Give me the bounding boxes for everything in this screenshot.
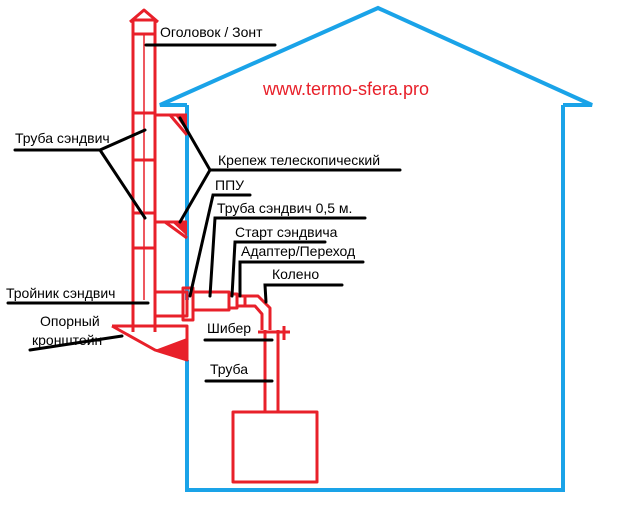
leader-elbow (263, 283, 344, 304)
label-adapter: Адаптер/Переход (241, 243, 355, 259)
label-telescopic-mount: Крепеж телескопический (218, 152, 380, 168)
leader-sandwich-pipe-a (98, 128, 147, 152)
stove-box (231, 410, 319, 484)
house-roof (159, 5, 593, 107)
label-support-line2: кронштейн (32, 332, 102, 348)
leader-support (28, 334, 124, 352)
website-url: www.termo-sfera.pro (262, 79, 429, 99)
cap-shape (131, 18, 157, 36)
leader-sandwich-pipe-b (98, 148, 147, 220)
adapter-part (235, 294, 247, 308)
elbow-inner (245, 304, 264, 330)
label-cap: Оголовок / Зонт (160, 24, 263, 40)
elbow-part (245, 294, 272, 330)
label-damper: Шибер (207, 320, 251, 336)
leader-adapter (238, 260, 365, 298)
label-sandwich-pipe-05: Труба сэндвич 0,5 м. (217, 200, 352, 216)
telescopic-mount-bottom-diag (164, 220, 188, 240)
telescopic-mount-top-diag (168, 114, 189, 136)
support-bracket-fill (155, 338, 187, 360)
cap-top (129, 8, 159, 24)
leader-sandwich-start (230, 240, 327, 298)
leader-sandwich-05 (208, 216, 367, 298)
label-elbow: Колено (272, 266, 319, 282)
label-pipe: Труба (210, 361, 248, 377)
label-sandwich-start: Старт сэндвича (235, 224, 338, 240)
tee-branch (153, 290, 189, 318)
telescopic-mount-bottom-fill (172, 222, 187, 236)
chimney-system (111, 8, 319, 484)
label-support-line1: Опорный (40, 313, 100, 329)
leader-telescopic-b (178, 168, 212, 224)
leader-lines (6, 43, 402, 383)
house-walls (185, 105, 565, 492)
label-sandwich-pipe: Труба сэндвич (15, 130, 110, 146)
label-tee: Тройник сэндвич (6, 285, 115, 301)
label-ppu: ППУ (215, 177, 244, 193)
leader-ppu (188, 193, 252, 298)
house-outline (159, 5, 593, 492)
